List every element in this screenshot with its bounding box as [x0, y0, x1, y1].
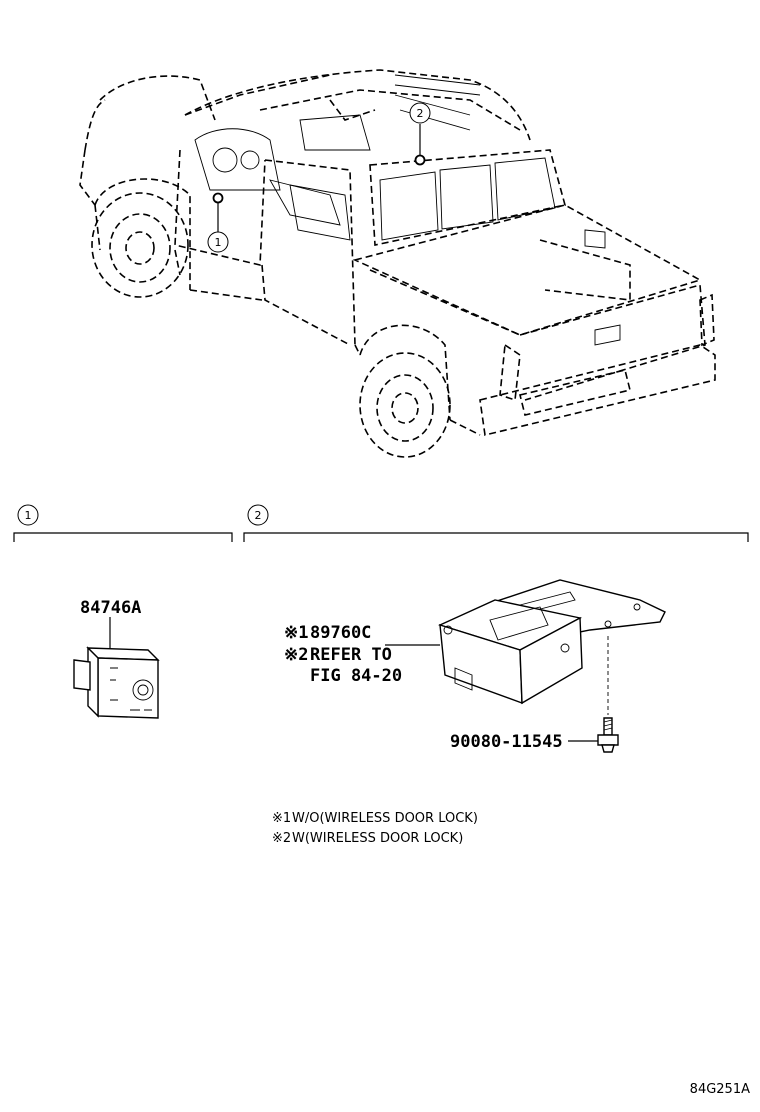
footnotes: ※1 W/O(WIRELESS DOOR LOCK) ※2 W(WIRELESS… — [272, 811, 478, 846]
marker-2-refer: ※2 — [284, 645, 308, 665]
switch-drawing — [73, 646, 160, 719]
part-number-84746a: 84746A — [80, 598, 141, 618]
note-2-text: W(WIRELESS DOOR LOCK) — [292, 831, 463, 846]
bolt-drawing — [597, 717, 619, 753]
part-number-90080-11545: 90080-11545 — [450, 732, 563, 752]
refer-fig-text: FIG 84-20 — [310, 666, 402, 686]
refer-to-text: REFER TO — [310, 645, 392, 665]
section-header-2: 2 — [243, 504, 749, 542]
part-number-89760c: 89760C — [310, 623, 371, 643]
section-header-1: 1 — [13, 504, 233, 542]
part-90080-11545: 90080-11545 — [450, 636, 619, 753]
callout-1-label: 1 — [215, 236, 222, 249]
part-84746a: 84746A — [73, 598, 160, 719]
note-2-marker: ※2 — [272, 831, 291, 846]
module-drawing — [438, 579, 666, 705]
callout-2-label: 2 — [417, 107, 424, 120]
location-marker-1: 1 — [207, 192, 229, 253]
section-2-label: 2 — [255, 509, 262, 522]
note-1-text: W/O(WIRELESS DOOR LOCK) — [292, 811, 478, 826]
note-1-marker: ※1 — [272, 811, 291, 826]
callout-circle-1 — [207, 231, 229, 253]
section-1-label: 1 — [25, 509, 32, 522]
truck-illustration — [79, 69, 716, 458]
callout-circle-2 — [409, 102, 431, 124]
part-89760c: ※1 89760C ※2 REFER TO FIG 84-20 — [284, 579, 666, 705]
figure-code: 84G251A — [690, 1082, 750, 1097]
location-marker-2: 2 — [409, 102, 431, 166]
marker-1-89760c: ※1 — [284, 623, 308, 643]
